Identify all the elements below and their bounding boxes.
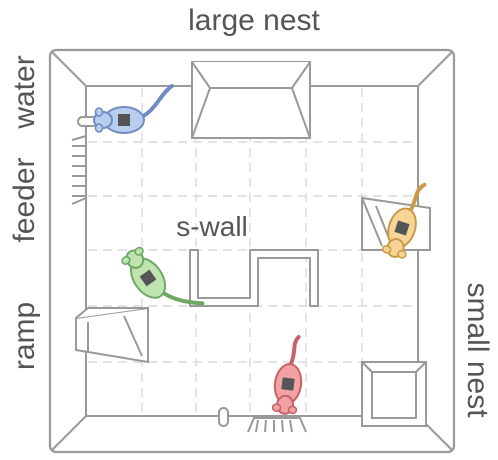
arena-bevel-tr [417,51,453,87]
label-large-nest: large nest [188,4,320,37]
orange-mouse [381,182,427,259]
label-ramp: ramp [8,302,41,370]
feeder [71,134,87,205]
blue-mouse [93,84,174,134]
orange-mouse-tag [394,220,410,236]
label-water: water [8,55,41,129]
label-feeder: feeder [8,157,41,242]
bottom-feeder [247,417,307,433]
green-mouse-tag [139,269,157,287]
bottom-water-bottle [218,407,229,427]
label-s-wall: s-wall [176,211,248,242]
green-mouse [121,246,205,306]
red-mouse-tag [281,377,295,391]
ramp [75,306,149,364]
red-mouse [271,335,303,415]
large-nest [191,61,311,139]
blue-mouse-tag [118,114,130,126]
label-small-nest: small nest [461,282,494,418]
s-wall [189,249,319,307]
arena-bevel-bl [51,415,87,451]
small-nest [361,361,427,427]
arena-bevel-tl [51,51,87,87]
